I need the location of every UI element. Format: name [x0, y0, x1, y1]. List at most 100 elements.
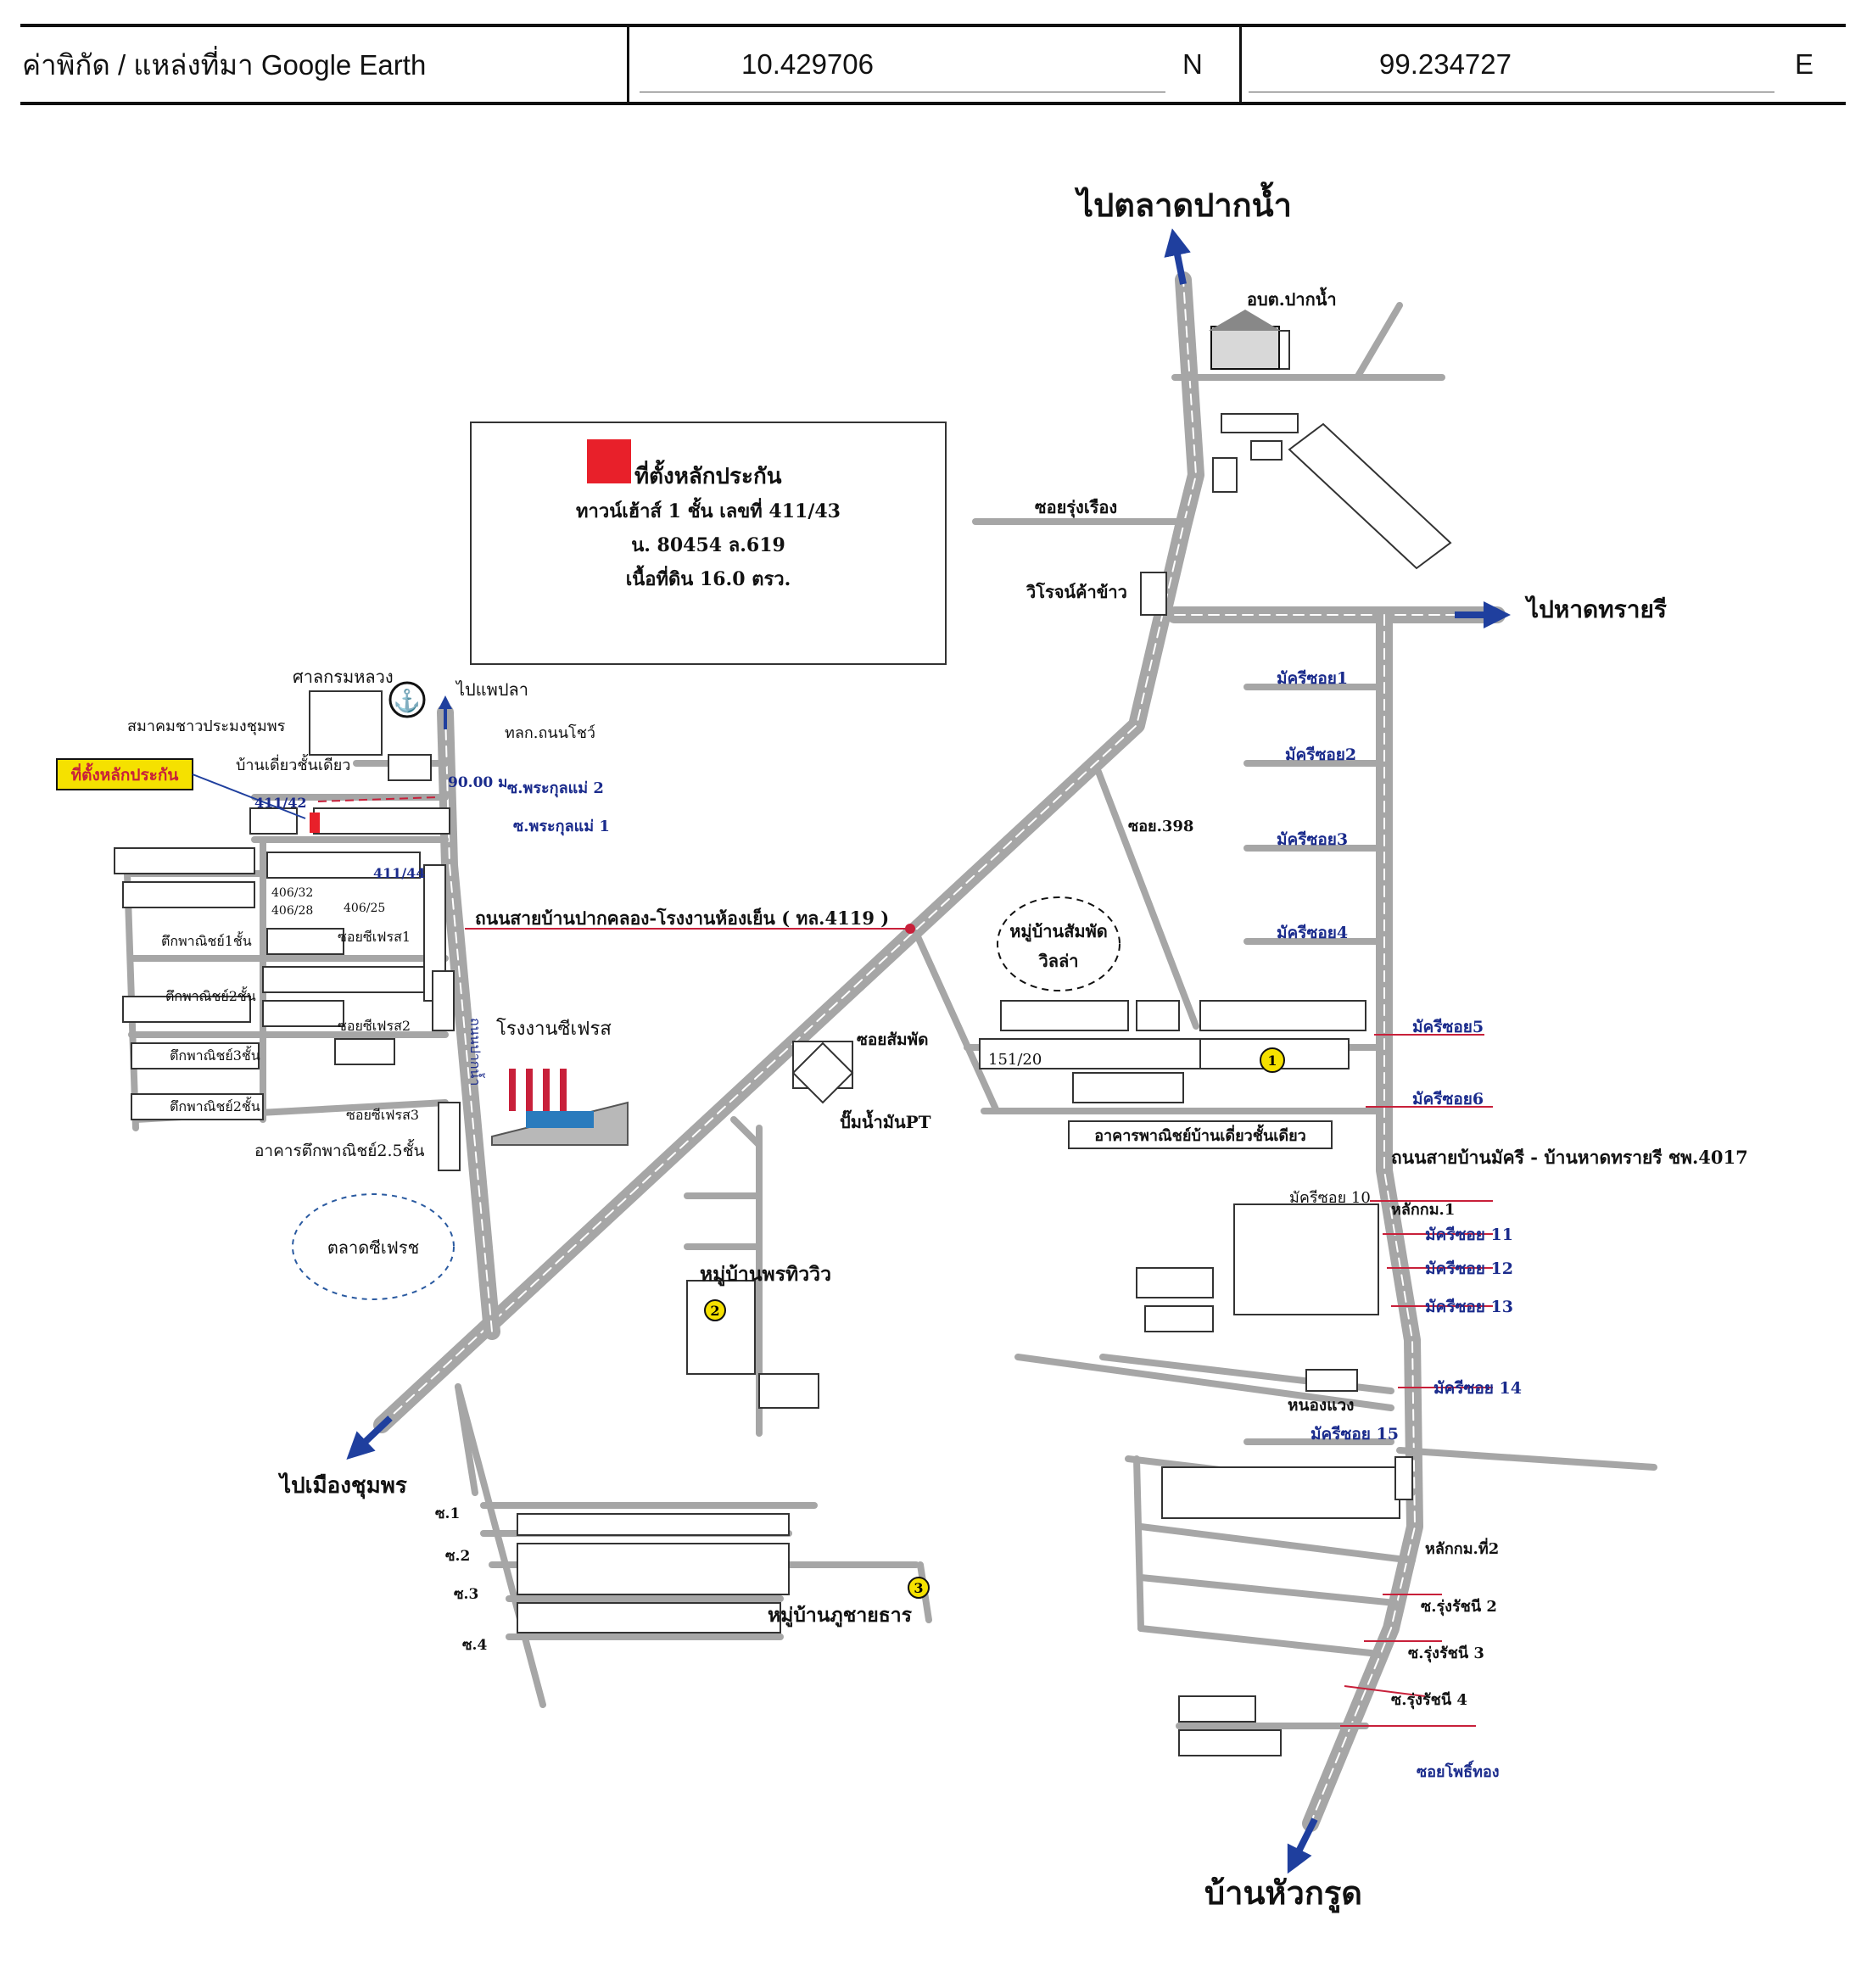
shop-1-label: ตึกพาณิชย์1ชั้น — [161, 931, 252, 949]
fisher-association-label: สมาคมชาวประมงชุมพร — [127, 718, 286, 735]
soi-3-label: ซ.3 — [454, 1586, 478, 1603]
coordinate-source-label: ค่าพิกัด / แหล่งที่มา Google Earth — [22, 48, 427, 81]
shop-4-label: ตึกพาณิชย์2ชั้น — [170, 1097, 260, 1114]
svg-text:1: 1 — [1267, 1053, 1277, 1069]
anchor-icon: ⚓ — [388, 681, 426, 718]
latitude-value: 10.429706 — [741, 48, 874, 80]
pt-station-label: ปั๊มน้ำมันPT — [840, 1109, 931, 1132]
nong-haeng-label: หนองแวง — [1288, 1396, 1354, 1415]
distance-label: 90.00 ม. — [448, 774, 512, 791]
village-khuchai-label: หมู่บ้านภูชายธาร — [768, 1604, 913, 1628]
house-41144-label: 411/44 — [373, 865, 426, 881]
makham15-label: มัครีซอย 15 — [1311, 1425, 1399, 1444]
direction-north-label: ไปตลาดปากน้ำ — [1074, 181, 1292, 224]
direction-south-label: บ้านหัวกรูด — [1204, 1874, 1362, 1913]
makham4-label: มัครีซอย4 — [1277, 924, 1348, 942]
house-151-label: 151/20 — [988, 1051, 1042, 1069]
makham14-label: มัครีซอย 14 — [1433, 1379, 1522, 1398]
village-sampan-area — [997, 896, 1121, 991]
longitude-cell: 99.234727 — [1242, 27, 1649, 102]
building-blocks — [114, 330, 1452, 1756]
coordinate-header: ค่าพิกัด / แหล่งที่มา Google Earth 10.42… — [20, 24, 1846, 105]
makham1-label: มัครีซอย1 — [1277, 669, 1348, 688]
legend-line3: น. 80454 ล.619 — [631, 534, 785, 556]
direction-east-label: ไปหาดทรายรี — [1524, 595, 1667, 623]
legend-box: ที่ตั้งหลักประกัน ทาวน์เฮ้าส์ 1 ชั้น เลข… — [470, 422, 947, 665]
svg-text:3: 3 — [914, 1580, 923, 1596]
km2-label: หลักกม.ที่2 — [1425, 1538, 1499, 1558]
village-phon-label: หมู่บ้านพรทิววิว — [700, 1263, 831, 1287]
makham10-label: มัครีซอย 10 — [1289, 1189, 1371, 1207]
soi-4-label: ซ.4 — [462, 1637, 487, 1654]
village-sampan-label: หมู่บ้านสัมพัด — [1009, 921, 1108, 943]
legend-title: ที่ตั้งหลักประกัน — [634, 459, 782, 489]
latitude-direction: N — [1182, 48, 1203, 80]
soi-cp1-label: ซอยซีเฟรส1 — [338, 929, 411, 945]
lok-yong-label: ทลก.ถนนโชว์ — [505, 723, 595, 742]
seafresh-market-area — [292, 1193, 455, 1300]
longitude-value: 99.234727 — [1379, 48, 1512, 80]
wiroj-label: วิโรจน์ค้าข้าว — [1026, 582, 1127, 602]
collateral-tag-pointer — [192, 773, 306, 819]
road-4119-label: ถนนสายบ้านปากคลอง-โรงงานห้องเย็น ( ทล.41… — [475, 907, 889, 929]
coordinate-label-cell: ค่าพิกัด / แหล่งที่มา Google Earth — [22, 27, 633, 102]
legend-swatch — [587, 439, 631, 483]
makham12-label: มัครีซอย 12 — [1425, 1259, 1513, 1278]
direction-southwest-label: ไปเมืองชุมพร — [277, 1471, 407, 1499]
latitude-direction-cell: N — [1182, 27, 1233, 102]
map-labels: ไปตลาดปากน้ำ ไปหาดทรายรี ไปเมืองชุมพร บ้… — [127, 181, 1748, 1913]
office-building-icon — [1209, 310, 1281, 370]
divider — [627, 27, 629, 102]
soi398-label: ซอย.398 — [1128, 818, 1193, 835]
marker-3: 3 — [908, 1577, 930, 1599]
road-side-label: ถนนปากน้ำ — [467, 1018, 485, 1086]
junction-marker — [905, 924, 915, 934]
arrow-southwest — [346, 1416, 393, 1460]
svg-text:2: 2 — [710, 1303, 719, 1319]
soi-prakul1-label: ซ.พระกุลแม่ 1 — [513, 818, 610, 836]
village-sampan-label-2: วิลล่า — [1038, 951, 1079, 971]
legend-line4: เนื้อที่ดิน 16.0 ตรว. — [626, 565, 791, 590]
arrow-south — [1287, 1818, 1318, 1874]
arrow-north — [1164, 228, 1191, 285]
soi-cp2-label: ซอยซีเฟรส2 — [338, 1018, 411, 1034]
shrine-label: ศาลกรมหลวง — [293, 667, 394, 687]
shop-3-label: ตึกพาณิชย์3ชั้น — [170, 1046, 260, 1064]
makham13-label: มัครีซอย 13 — [1425, 1298, 1513, 1316]
marker-2: 2 — [704, 1299, 726, 1321]
longitude-direction-cell: E — [1795, 27, 1837, 102]
factory-icon — [491, 1069, 629, 1146]
latitude-cell: 10.429706 — [629, 27, 986, 102]
km1-label: หลักกม.1 — [1391, 1201, 1455, 1219]
makham5-label: มัครีซอย5 — [1412, 1018, 1484, 1036]
house-40632-label: 406/32 — [271, 886, 313, 900]
soi-prakul2-label: ซ.พระกุลแม่ 2 — [507, 779, 604, 798]
cp-factory-label: โรงงานซีเฟรส — [496, 1018, 612, 1040]
makham6-label: มัครีซอย6 — [1412, 1090, 1484, 1108]
road-network — [124, 271, 1657, 1832]
makham3-label: มัครีซอย3 — [1277, 830, 1348, 849]
collateral-parcel — [310, 813, 320, 833]
makham2-label: มัครีซอย2 — [1285, 746, 1356, 764]
shophouse-single-label: อาคารพาณิชย์บ้านเดี่ยวชั้นเดียว — [1094, 1124, 1306, 1145]
soi-2-label: ซ.2 — [445, 1548, 470, 1565]
collateral-tag: ที่ตั้งหลักประกัน — [56, 758, 193, 790]
ban-tuay-label: บ้านเดี่ยวชั้นเดียว — [236, 754, 350, 774]
soi-cp3-label: ซอยซีเฟรส3 — [346, 1107, 419, 1123]
seafresh-market-label: ตลาดซีเฟรช — [327, 1237, 419, 1258]
svg-text:⚓: ⚓ — [394, 688, 421, 714]
house-40628-label: 406/28 — [271, 904, 313, 918]
rung3-label: ซ.รุ่งรัชนี 4 — [1391, 1691, 1467, 1710]
rung2-label: ซ.รุ่งรัชนี 3 — [1408, 1645, 1484, 1663]
longitude-direction: E — [1795, 48, 1814, 80]
marker-1: 1 — [1260, 1047, 1285, 1073]
obt-label: อบต.ปากน้ำ — [1247, 287, 1337, 310]
makham11-label: มัครีซอย 11 — [1425, 1226, 1513, 1244]
house-40625-label: 406/25 — [344, 902, 385, 915]
soi-sampan-label: ซอยสัมพัด — [857, 1030, 928, 1049]
soi-1-label: ซ.1 — [435, 1505, 460, 1522]
divider — [1239, 27, 1242, 102]
direction-pier-label: ไปแพปลา — [455, 679, 528, 700]
legend-line2: ทาวน์เฮ้าส์ 1 ชั้น เลขที่ 411/43 — [576, 497, 841, 522]
